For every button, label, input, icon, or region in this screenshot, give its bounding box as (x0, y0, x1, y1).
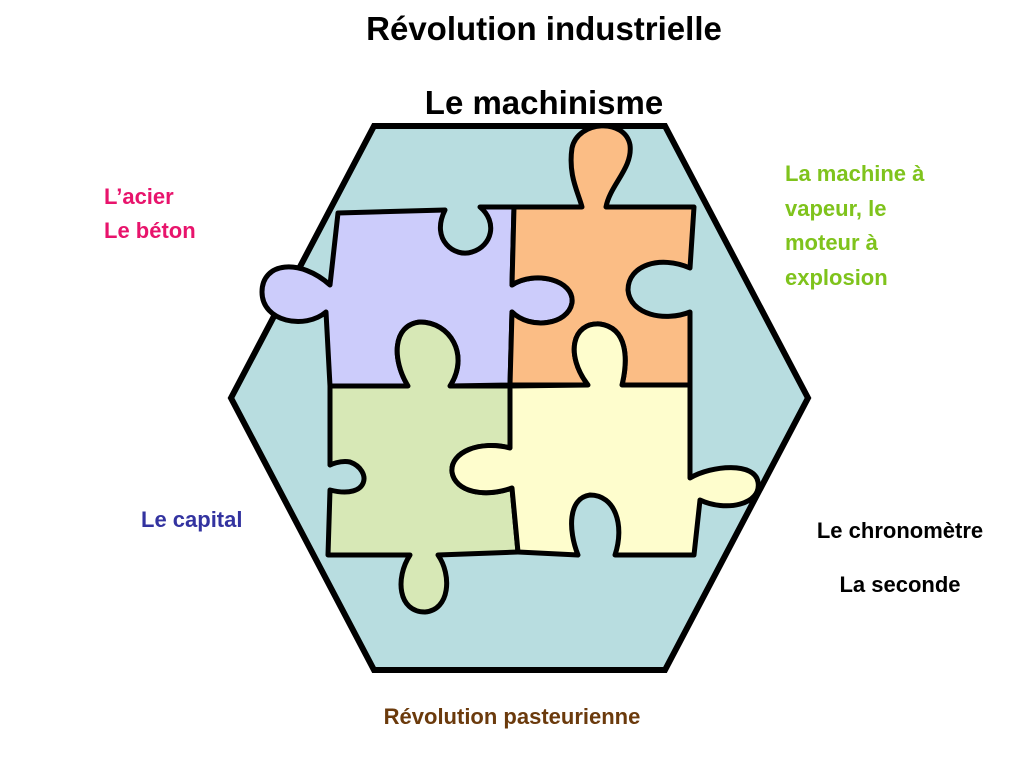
label-capital-line: Le capital (141, 507, 243, 532)
label-time-line: Le chronomètre (816, 518, 984, 543)
label-materials-line: L’acier (104, 184, 174, 209)
label-energy-line: moteur à (785, 230, 878, 255)
diagram-subtitle: Le machinisme (424, 84, 664, 121)
label-time-line: La seconde (839, 572, 961, 597)
diagram-title: Révolution industrielle (366, 10, 722, 47)
puzzle-piece-top-right (507, 123, 697, 388)
puzzle-piece-bottom-right (449, 321, 761, 558)
label-energy: La machine à vapeur, le moteur à explosi… (785, 157, 975, 295)
label-capital: Le capital (141, 503, 242, 537)
label-time: Le chronomètre La seconde (780, 504, 1020, 612)
label-materials: L’acier Le béton (104, 180, 196, 248)
label-materials-line: Le béton (104, 218, 196, 243)
label-energy-line: La machine à (785, 161, 925, 186)
label-health-line: Révolution pasteurienne (383, 704, 641, 729)
label-energy-line: explosion (785, 264, 888, 290)
label-energy-line: vapeur, le (785, 195, 887, 221)
label-health: Révolution pasteurienne (0, 700, 1024, 734)
